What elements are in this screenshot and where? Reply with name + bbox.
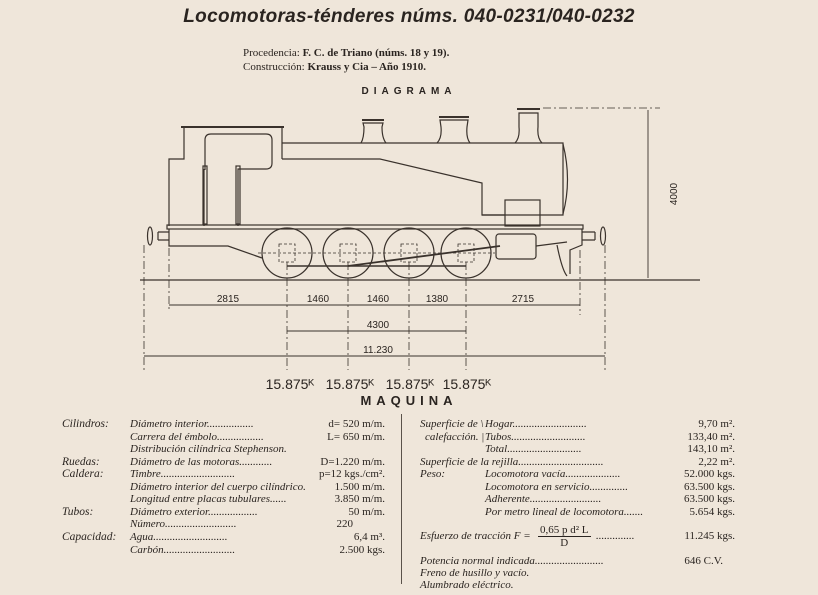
power-value: 646 C.V. <box>684 555 723 567</box>
spec-value: 220 <box>336 518 354 530</box>
dimension-lines <box>144 304 605 357</box>
smokebox-door <box>562 143 569 215</box>
spec-item: Diámetro interior................. <box>130 418 254 430</box>
origin-label: Procedencia: <box>243 47 300 59</box>
dimension-guides <box>143 245 606 370</box>
note-lighting: Alumbrado eléctrico. <box>420 579 514 591</box>
height-label: 4000 <box>669 182 680 205</box>
cab-window <box>203 133 273 226</box>
spec-item: Adherente.......................... <box>485 493 602 505</box>
spec-item: Distribución cilíndrica Stephenson. <box>130 443 287 455</box>
dim-1380: 1380 <box>426 294 449 305</box>
spec-value: 63.500 kgs. <box>683 481 735 493</box>
frame-lower <box>168 229 263 259</box>
spec-item: Hogar........................... <box>485 418 587 430</box>
spec-value: 6,4 m³. <box>353 531 385 543</box>
dome-1 <box>360 122 387 144</box>
diagram-heading: DIAGRAMA <box>361 86 457 97</box>
spec-value: 52.000 kgs. <box>683 468 735 480</box>
spec-value: 143,10 m². <box>687 443 735 455</box>
traction-label: Esfuerzo de tracción F = <box>420 530 531 542</box>
spec-value: d= 520 m/m. <box>328 418 385 430</box>
spec-value: 133,40 m². <box>687 431 735 443</box>
spec-item: Diámetro exterior.................. <box>130 506 258 518</box>
dim-1460-b: 1460 <box>367 294 390 305</box>
axle-load-2: 15.875ᴷ <box>326 376 375 392</box>
buffer-head-left <box>146 226 154 246</box>
axle-load-3: 15.875ᴷ <box>386 376 435 392</box>
buffer-right <box>582 231 596 241</box>
note-brakes: Freno de husillo y vacío. <box>420 567 530 579</box>
dim-2815: 2815 <box>217 294 240 305</box>
spec-group: calefacción. | <box>425 431 485 443</box>
spec-item: Locomotora en servicio.............. <box>485 481 628 493</box>
machine-heading: MAQUINA <box>360 393 458 408</box>
chimney <box>514 112 543 144</box>
spec-item: Timbre........................... <box>130 468 236 480</box>
dim-total-length: 11.230 <box>363 345 393 356</box>
spec-value: 1.500 m/m. <box>334 481 385 493</box>
spec-group: Cilindros: <box>62 418 109 430</box>
spec-group: Capacidad: <box>62 531 117 543</box>
traction-dots: .............. <box>596 530 635 542</box>
spec-group: Peso: <box>420 468 446 480</box>
cylinder <box>495 233 537 260</box>
spec-value: 2,22 m². <box>698 456 735 468</box>
spec-item: Locomotora vacía.................... <box>485 468 621 480</box>
spec-item: Agua........................... <box>130 531 228 543</box>
spec-group: Superficie de \ <box>420 418 484 430</box>
spec-group: Caldera: <box>62 468 104 480</box>
spec-item: Número.......................... <box>130 518 237 530</box>
spec-item: Diámetro de las motoras............ <box>130 456 273 468</box>
locomotive-diagram: 4000 2815 1460 1460 1380 2715 4300 11.23… <box>140 107 700 392</box>
spec-item: Tubos........................... <box>485 431 586 443</box>
builder-label: Construcción: <box>243 61 305 73</box>
traction-formula: 0,65 p d² L D <box>538 524 591 549</box>
spec-value: D=1.220 m/m. <box>320 456 385 468</box>
spec-value: L= 650 m/m. <box>327 431 385 443</box>
formula-denominator: D <box>560 537 569 549</box>
axle-load-4: 15.875ᴷ <box>443 376 492 392</box>
spec-item: Diámetro interior del cuerpo cilíndrico. <box>130 481 306 493</box>
spec-item: Longitud entre placas tubulares...... <box>130 493 287 505</box>
spec-value: 50 m/m. <box>348 506 385 518</box>
dome-2 <box>436 119 471 144</box>
dim-2715: 2715 <box>512 294 535 305</box>
spec-group: Ruedas: <box>62 456 100 468</box>
traction-value: 11.245 kgs. <box>684 530 735 542</box>
power-label: Potencia normal indicada................… <box>420 555 604 567</box>
dim-rigid-wheelbase: 4300 <box>367 320 390 331</box>
origin-line: Procedencia: F. C. de Triano (núms. 18 y… <box>243 47 449 59</box>
boiler <box>282 142 564 216</box>
spec-item: Total........................... <box>485 443 582 455</box>
axle-load-1: 15.875ᴷ <box>266 376 315 392</box>
spec-value: 3.850 m/m. <box>334 493 385 505</box>
spec-value: p=12 kgs./cm². <box>318 468 385 480</box>
formula-numerator: 0,65 p d² L <box>538 524 591 537</box>
sandbox <box>504 199 541 227</box>
buffer-left <box>157 231 169 241</box>
spec-item: Carrera del émbolo................. <box>130 431 264 443</box>
spec-value: 9,70 m². <box>698 418 735 430</box>
page-title: Locomotoras-ténderes núms. 040-0231/040-… <box>183 6 635 27</box>
spec-group: Superficie de la rejilla................… <box>420 456 604 468</box>
cab-outline <box>168 126 283 226</box>
builder-value: Krauss y Cia – Año 1910. <box>307 61 427 73</box>
footplate <box>166 224 584 230</box>
spec-value: 2.500 kgs. <box>339 544 385 556</box>
spec-value: 63.500 kgs. <box>683 493 735 505</box>
dim-1460-a: 1460 <box>307 294 330 305</box>
builder-line: Construcción: Krauss y Cia – Año 1910. <box>243 61 426 73</box>
column-divider <box>401 414 402 584</box>
spec-value: 5.654 kgs. <box>689 506 735 518</box>
origin-value: F. C. de Triano (núms. 18 y 19). <box>302 47 450 59</box>
buffer-head-right <box>599 226 607 246</box>
wheels <box>258 227 495 279</box>
connecting-rod <box>347 245 501 267</box>
spec-group: Tubos: <box>62 506 94 518</box>
spec-item: Por metro lineal de locomotora....... <box>485 506 644 518</box>
spec-item: Carbón.......................... <box>130 544 236 556</box>
